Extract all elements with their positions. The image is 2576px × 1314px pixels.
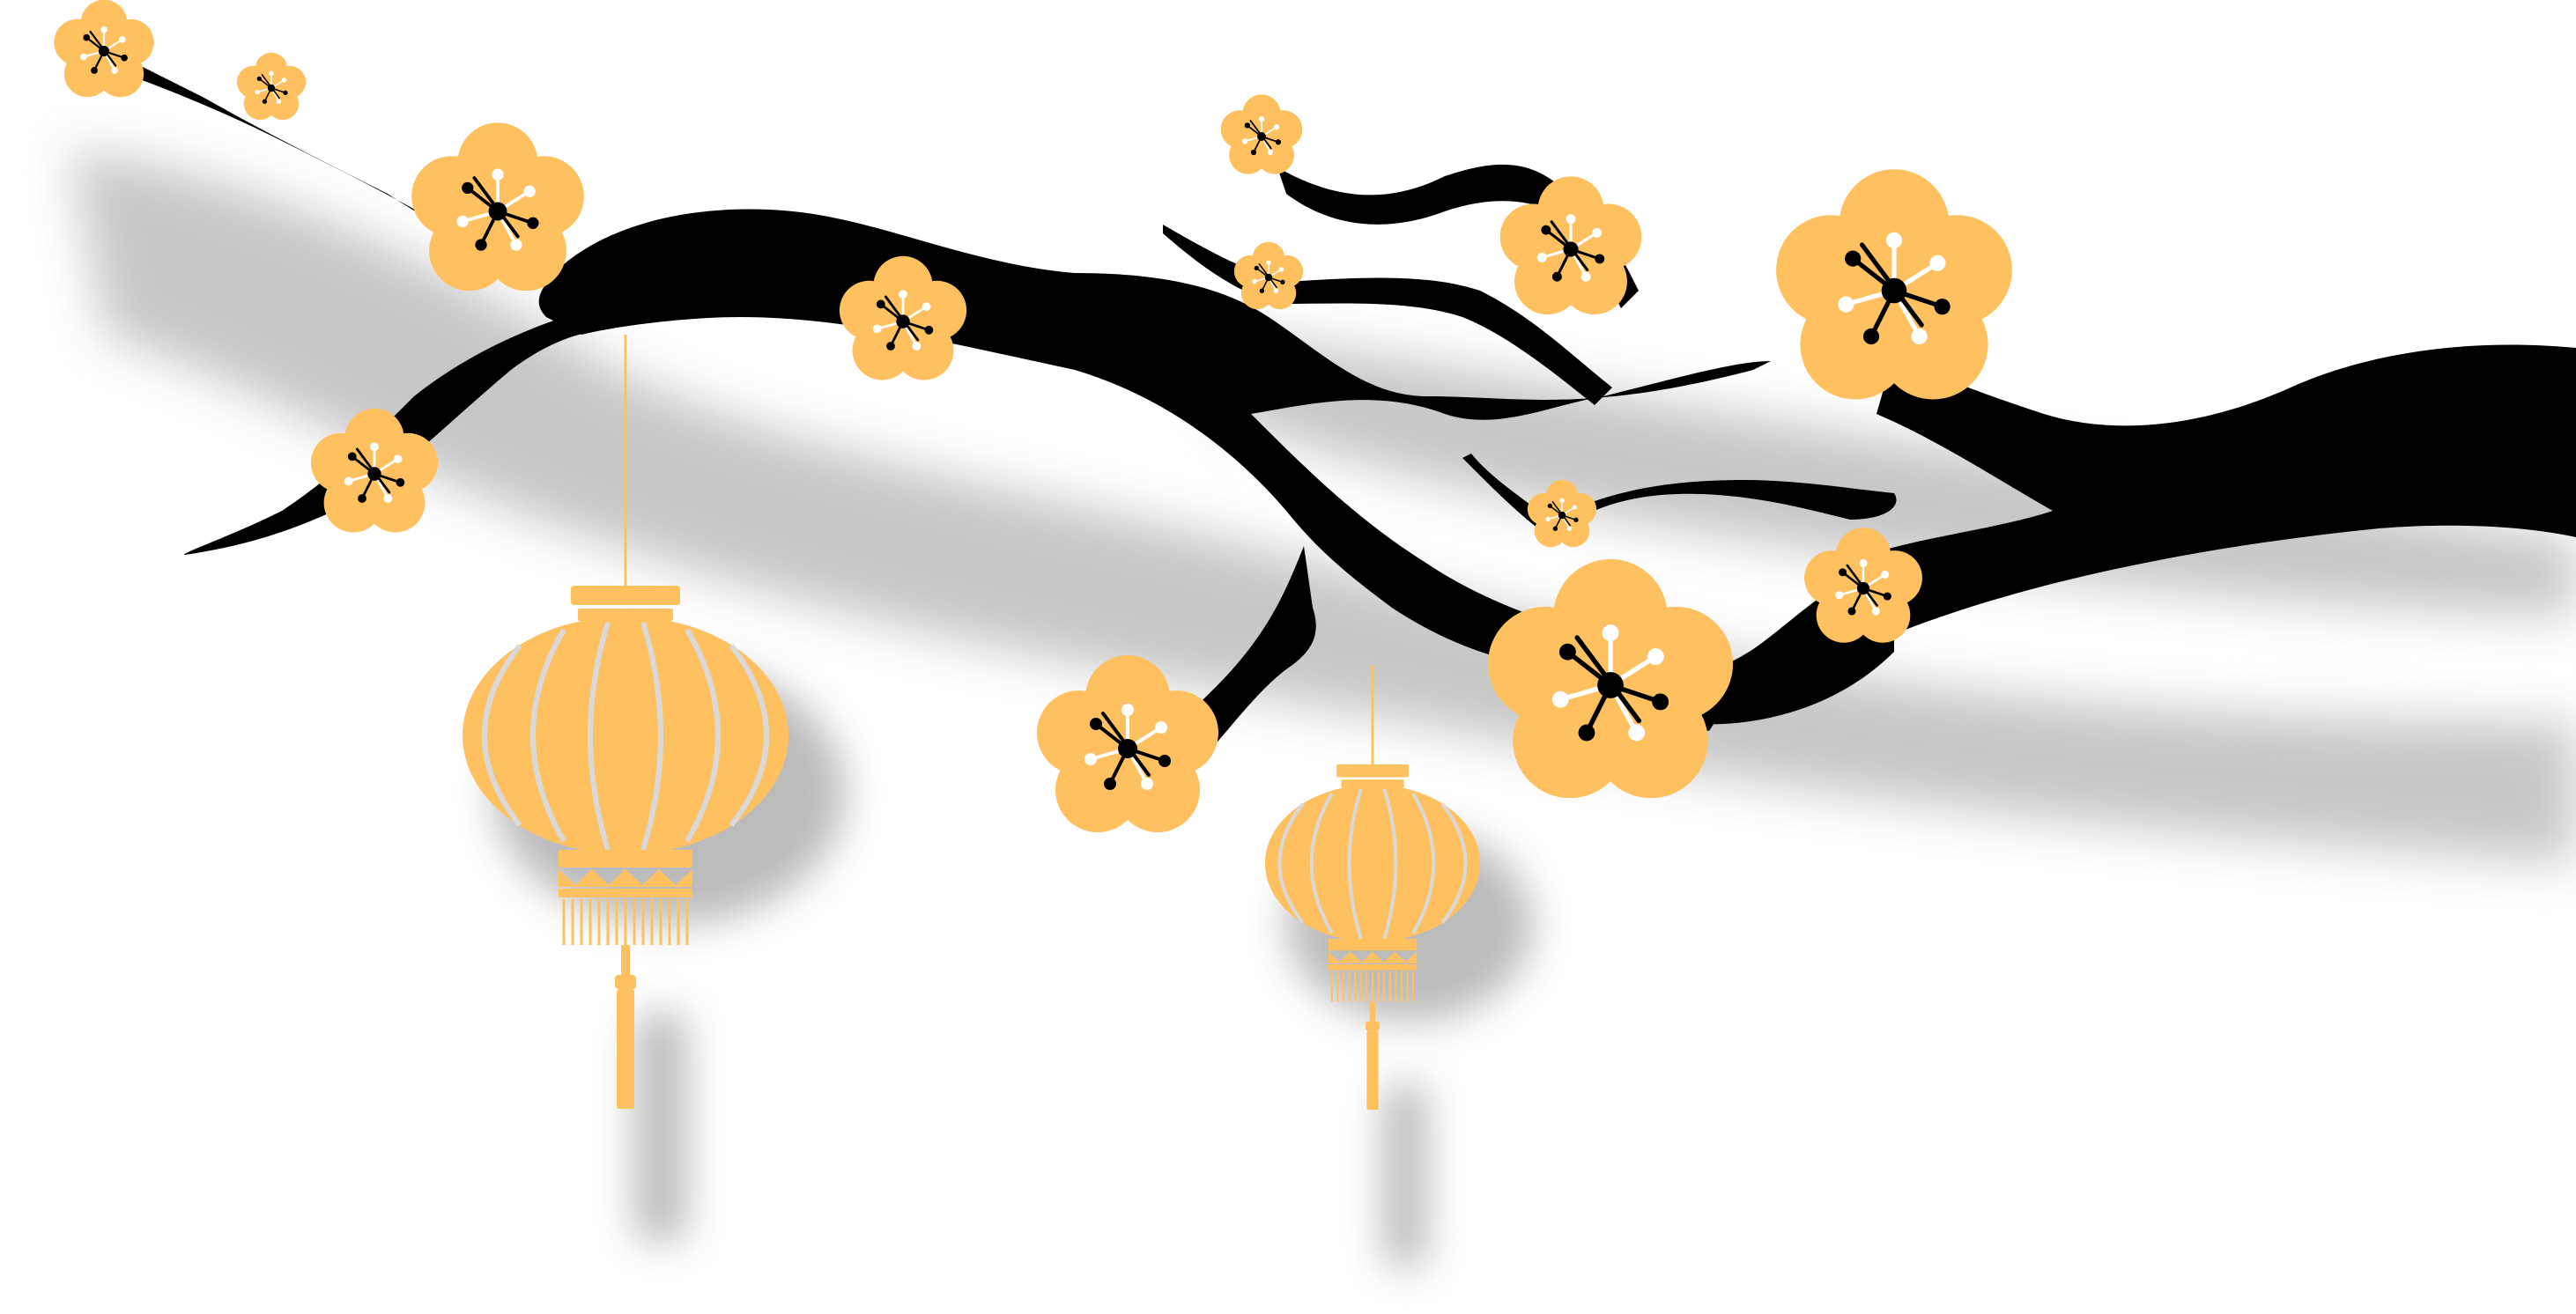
lantern-strings: [624, 335, 1374, 764]
